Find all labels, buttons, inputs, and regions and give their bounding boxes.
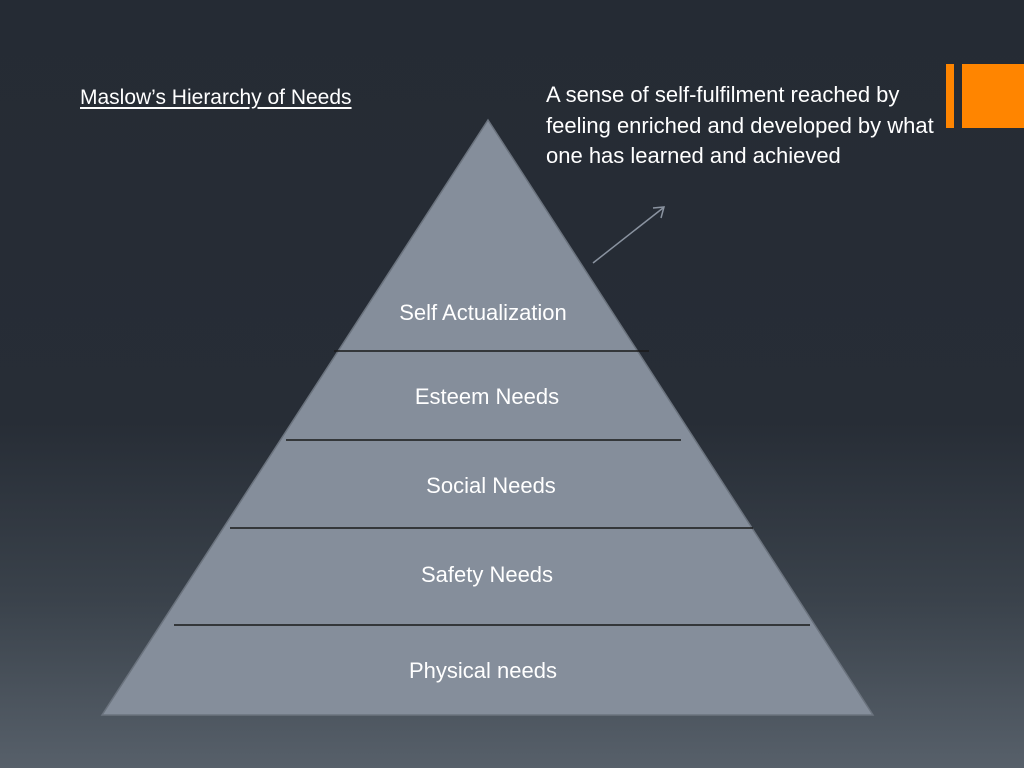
arrow-connector [592,206,666,264]
annotation-text: A sense of self-fulfilment reached by fe… [546,82,934,168]
slide-title: Maslow’s Hierarchy of Needs [80,86,352,109]
tier-label-physical: Physical needs [409,658,557,683]
tier-label-social: Social Needs [426,473,556,498]
pyramid-shape [100,118,875,716]
tier-label-safety: Safety Needs [420,562,554,587]
accent-bar-thin [946,64,954,128]
accent-bar-thick [962,64,1024,128]
tier-label-self-actualization: Self Actualization [399,300,567,325]
tier-label-esteem: Esteem Needs [414,384,560,409]
